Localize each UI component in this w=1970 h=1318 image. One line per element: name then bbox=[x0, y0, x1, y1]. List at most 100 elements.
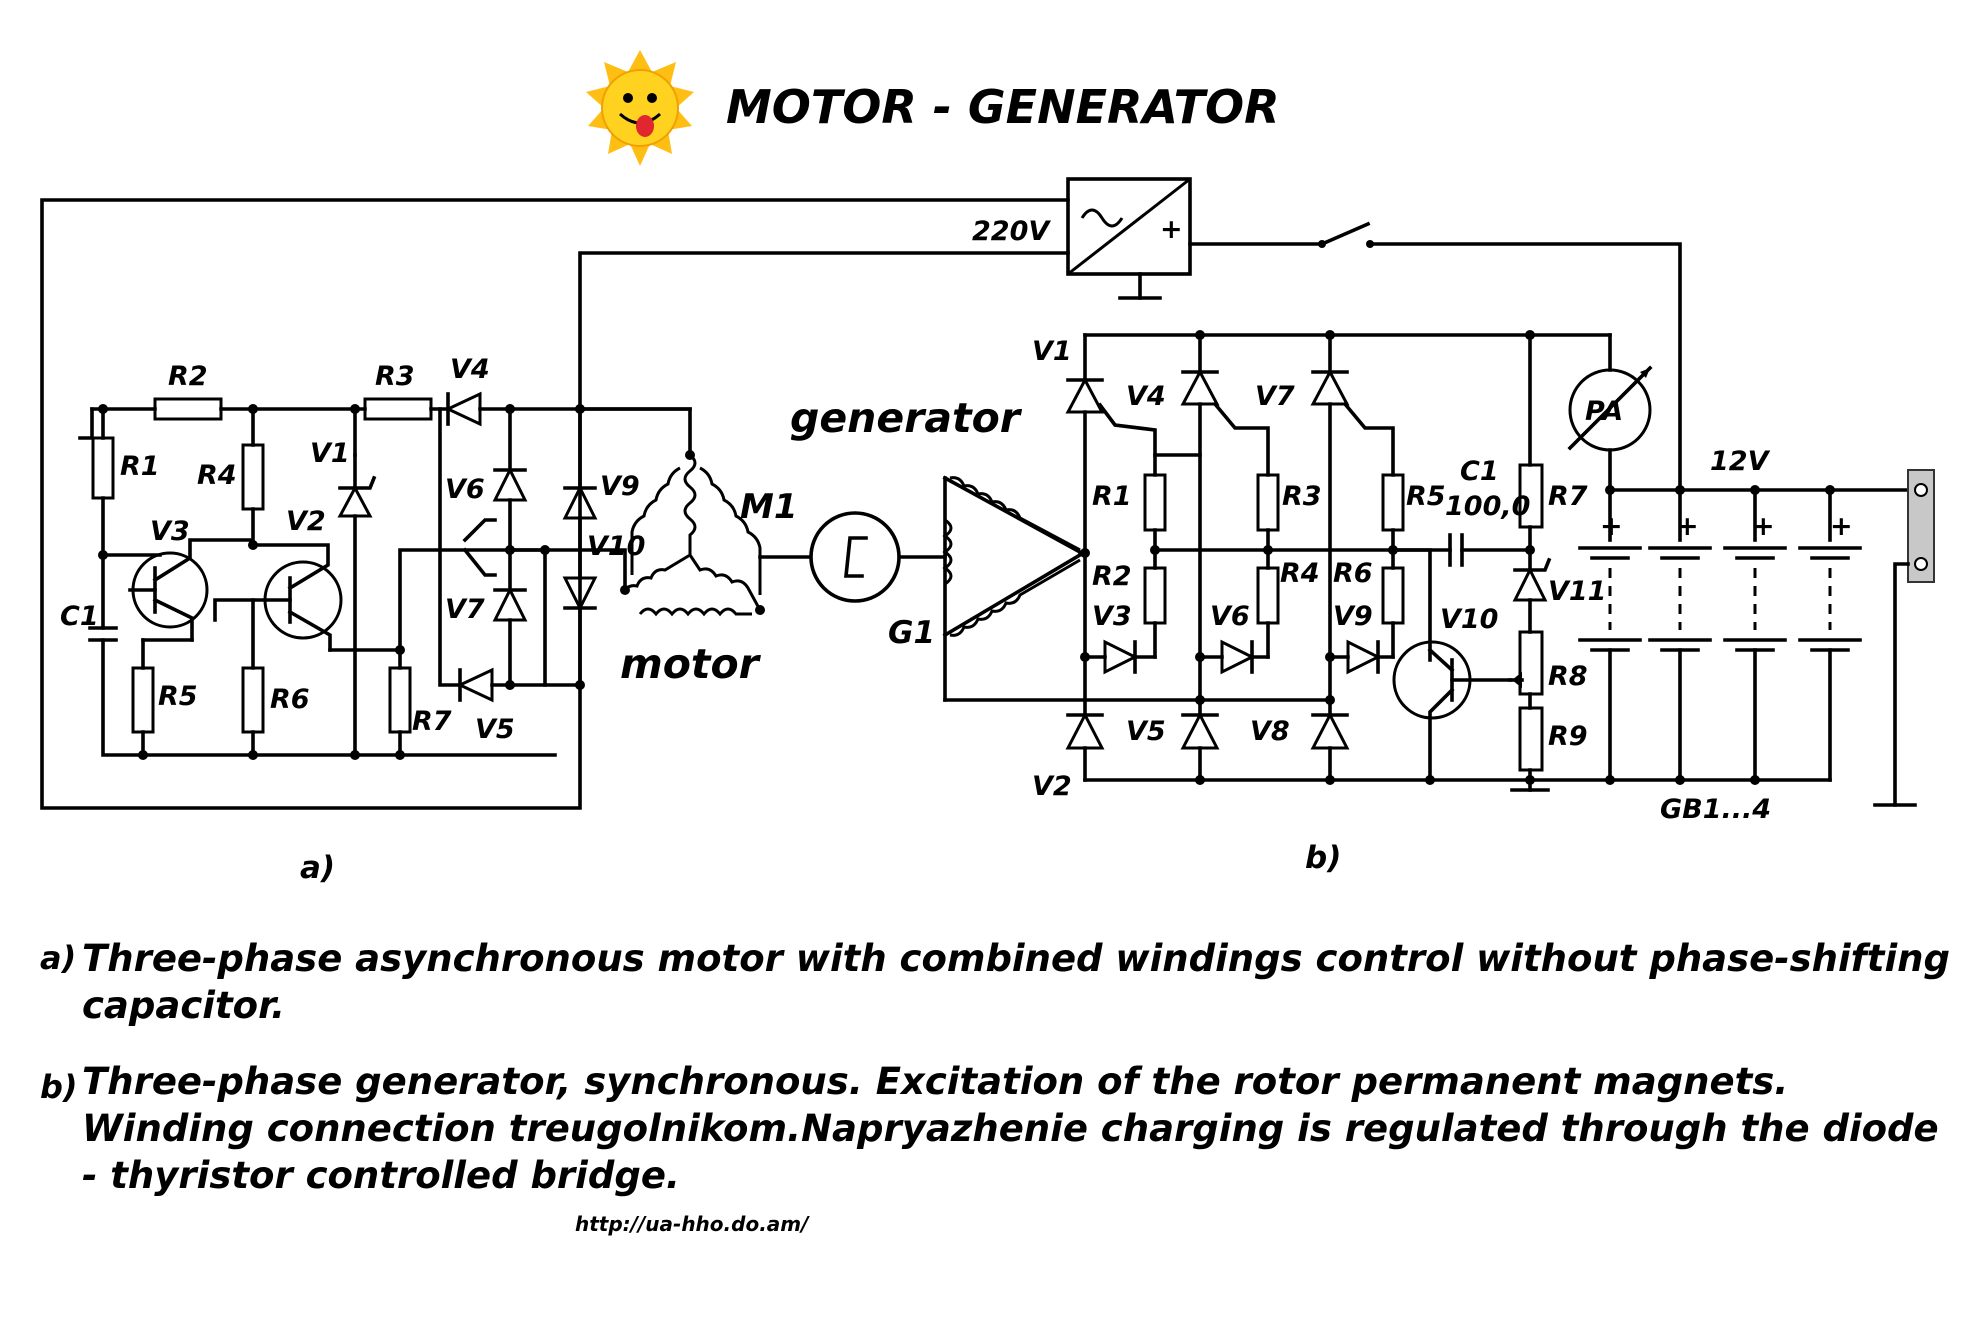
page-title: MOTOR - GENERATOR bbox=[726, 80, 1280, 134]
diode-v4 bbox=[444, 391, 482, 427]
label-b-r1: R1 bbox=[1092, 481, 1132, 512]
coupling-icon bbox=[809, 511, 901, 603]
label-b-v3: V3 bbox=[1092, 601, 1132, 632]
label-a-v7: V7 bbox=[445, 594, 485, 625]
diode-b-v8 bbox=[1310, 711, 1350, 750]
label-motor: motor bbox=[620, 640, 762, 688]
generator-g1-windings bbox=[942, 475, 1332, 702]
diode-v6 bbox=[492, 466, 528, 502]
label-12v: 12V bbox=[1710, 446, 1771, 477]
resistor-b-r6 bbox=[1381, 566, 1405, 625]
diode-b-v2 bbox=[1065, 711, 1105, 750]
label-b-v4: V4 bbox=[1126, 381, 1166, 412]
label-b-v1: V1 bbox=[1032, 336, 1072, 367]
resistor-r7 bbox=[388, 666, 412, 734]
resistor-b-r9 bbox=[1518, 706, 1544, 772]
label-a-r4: R4 bbox=[197, 460, 237, 491]
label-b-r5: R5 bbox=[1406, 481, 1446, 512]
resistor-r6 bbox=[241, 666, 265, 734]
label-b-r8: R8 bbox=[1548, 661, 1588, 692]
label-a-v3: V3 bbox=[150, 516, 190, 547]
label-b-v8: V8 bbox=[1250, 716, 1290, 747]
resistor-b-r2 bbox=[1143, 566, 1167, 625]
label-a-v1: V1 bbox=[310, 438, 350, 469]
label-b-v6: V6 bbox=[1210, 601, 1250, 632]
diode-v7 bbox=[492, 586, 528, 622]
diode-b-v6 bbox=[1220, 639, 1256, 675]
label-a-v10: V10 bbox=[587, 531, 645, 562]
zener-b-v11 bbox=[1512, 566, 1548, 602]
label-a-v4: V4 bbox=[450, 354, 490, 385]
caption-b-text: Three-phase generator, synchronous. Exci… bbox=[82, 1060, 1939, 1197]
resistor-b-r1 bbox=[1143, 473, 1167, 532]
power-converter-box: + bbox=[1066, 177, 1192, 300]
battery-bank-gb: + + + + bbox=[1578, 488, 1862, 782]
caption-a: a) Three-phase asynchronous motor with c… bbox=[40, 935, 1950, 1035]
resistor-r5 bbox=[131, 666, 155, 734]
junction-dots-b bbox=[1080, 330, 1835, 785]
label-a-v5: V5 bbox=[475, 714, 515, 745]
label-b-c1: C1 bbox=[1460, 456, 1499, 487]
label-a-v6: V6 bbox=[445, 474, 485, 505]
label-generator: generator bbox=[790, 394, 1023, 442]
label-b-v5: V5 bbox=[1126, 716, 1166, 747]
resistor-b-r5 bbox=[1381, 473, 1405, 532]
label-b-r2: R2 bbox=[1092, 561, 1132, 592]
label-a-c1: C1 bbox=[60, 601, 99, 632]
diode-v5 bbox=[456, 667, 494, 703]
zener-v1 bbox=[337, 484, 373, 518]
label-b-r6: R6 bbox=[1333, 558, 1373, 589]
label-b-v9: V9 bbox=[1333, 601, 1373, 632]
thyristor-v7 bbox=[1310, 368, 1350, 406]
label-a-r5: R5 bbox=[158, 681, 198, 712]
caption-a-text: Three-phase asynchronous motor with comb… bbox=[82, 937, 1950, 1027]
plus-4: + bbox=[1830, 511, 1853, 542]
label-b-v2: V2 bbox=[1032, 771, 1072, 802]
caption-a-tag: a) bbox=[40, 939, 77, 977]
label-a-v2: V2 bbox=[286, 506, 326, 537]
thyristor-v1 bbox=[1065, 376, 1105, 414]
resistor-b-r3 bbox=[1256, 473, 1280, 532]
label-a-r6: R6 bbox=[270, 684, 310, 715]
label-b-v7: V7 bbox=[1255, 381, 1295, 412]
label-a-r2: R2 bbox=[168, 361, 208, 392]
resistor-r3 bbox=[363, 397, 433, 421]
figure-label-a: a) bbox=[300, 850, 335, 886]
thyristor-v4 bbox=[1180, 368, 1220, 406]
label-b-r4: R4 bbox=[1280, 558, 1320, 589]
plus-1: + bbox=[1600, 511, 1623, 542]
diode-b-v5 bbox=[1180, 711, 1220, 750]
power-switch bbox=[1319, 221, 1371, 247]
circuit-a: R2 R3 V4 R1 R4 V1 V2 V3 C1 R5 R6 R7 V5 V… bbox=[60, 354, 692, 760]
plus-3: + bbox=[1752, 511, 1775, 542]
label-b-v11: V11 bbox=[1548, 576, 1606, 607]
label-g1: G1 bbox=[888, 615, 935, 651]
plus-sign: + bbox=[1160, 214, 1183, 245]
diode-b-v9 bbox=[1346, 639, 1382, 675]
label-gb: GB1...4 bbox=[1660, 794, 1771, 825]
label-b-v10: V10 bbox=[1440, 604, 1498, 635]
label-b-c1-value: 100,0 bbox=[1445, 491, 1530, 522]
sun-logo-icon bbox=[586, 50, 694, 166]
diode-b-v3 bbox=[1103, 639, 1139, 675]
label-m1: M1 bbox=[740, 487, 798, 527]
label-b-r9: R9 bbox=[1548, 721, 1588, 752]
resistor-b-r8 bbox=[1518, 630, 1544, 696]
diode-v10 bbox=[562, 576, 598, 612]
source-url-link[interactable]: http://ua-hho.do.am/ bbox=[575, 1212, 809, 1236]
motor-m1-windings bbox=[620, 450, 765, 617]
junction-dots-a bbox=[98, 404, 585, 760]
resistor-b-r4 bbox=[1256, 566, 1280, 625]
figure-label-b: b) bbox=[1305, 840, 1341, 876]
resistor-r2 bbox=[153, 397, 223, 421]
label-b-r3: R3 bbox=[1282, 481, 1322, 512]
resistor-r4 bbox=[241, 443, 265, 511]
label-pa: PA bbox=[1585, 396, 1623, 427]
circuit-b: PA bbox=[942, 330, 1935, 825]
caption-b-tag: b) bbox=[40, 1068, 78, 1106]
label-a-v9: V9 bbox=[600, 471, 640, 502]
plus-2: + bbox=[1676, 511, 1699, 542]
label-b-r7: R7 bbox=[1548, 481, 1588, 512]
resistor-r1 bbox=[91, 436, 115, 500]
